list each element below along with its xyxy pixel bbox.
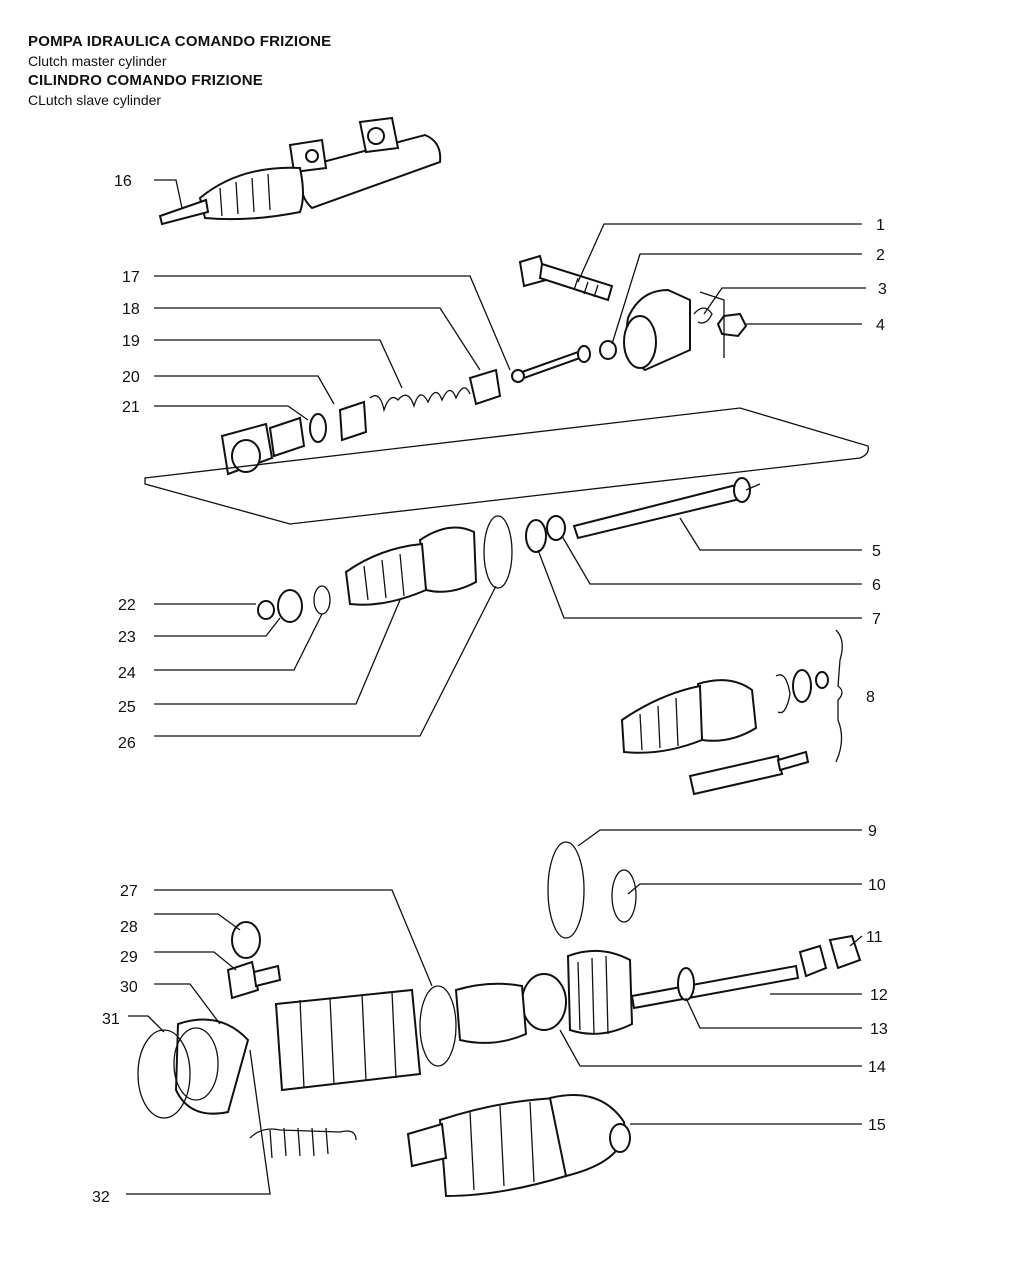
parts-6-7-washers-drawing	[525, 515, 566, 553]
callout-19: 19	[122, 333, 140, 350]
slave-cylinder-exploded-drawing	[137, 841, 862, 1159]
title-block: POMPA IDRAULICA COMANDO FRIZIONE Clutch …	[28, 32, 428, 110]
leader-lines	[126, 179, 866, 1195]
kit-outline-drawing	[144, 407, 869, 525]
master-cylinder-assembly-drawing	[158, 116, 442, 226]
callout-13: 13	[870, 1021, 888, 1038]
title-master-cylinder-it: POMPA IDRAULICA COMANDO FRIZIONE	[28, 33, 332, 50]
callout-18: 18	[122, 301, 140, 318]
master-boot-kit-drawing	[257, 515, 513, 623]
callout-10: 10	[868, 877, 886, 894]
title-slave-cylinder-en: CLutch slave cylinder	[28, 92, 162, 108]
callout-28: 28	[120, 919, 138, 936]
callout-25: 25	[118, 699, 136, 716]
callout-1: 1	[876, 217, 885, 234]
callout-27: 27	[120, 883, 138, 900]
title-master-cylinder-en: Clutch master cylinder	[28, 53, 167, 69]
callout-numbers: 1 2 3 4 5 6 7 8 9 10 11 12 13 14 15 16 1…	[92, 173, 888, 1206]
callout-9: 9	[868, 823, 877, 840]
callout-16: 16	[114, 173, 132, 190]
callout-30: 30	[120, 979, 138, 996]
master-piston-kit-drawing	[220, 345, 591, 476]
callout-29: 29	[120, 949, 138, 966]
part-15-assembled-slave-cylinder-drawing	[406, 1094, 631, 1198]
callout-3: 3	[878, 281, 887, 298]
callout-23: 23	[118, 629, 136, 646]
part-8-repair-kit-drawing	[620, 629, 843, 796]
callout-31: 31	[102, 1011, 120, 1028]
callout-12: 12	[870, 987, 888, 1004]
slave-housing-drawing	[599, 288, 748, 372]
callout-22: 22	[118, 597, 136, 614]
callout-15: 15	[868, 1117, 886, 1134]
callout-8: 8	[866, 689, 875, 706]
callout-4: 4	[876, 317, 885, 334]
part-5-push-rod-drawing	[572, 477, 761, 540]
callout-24: 24	[118, 665, 136, 682]
callout-2: 2	[876, 247, 885, 264]
part-1-bolt-drawing	[518, 254, 614, 302]
callout-7: 7	[872, 611, 881, 628]
callout-5: 5	[872, 543, 881, 560]
callout-32: 32	[92, 1189, 110, 1206]
callout-21: 21	[122, 399, 140, 416]
callout-6: 6	[872, 577, 881, 594]
callout-11: 11	[866, 929, 883, 946]
callout-26: 26	[118, 735, 136, 752]
callout-17: 17	[122, 269, 140, 286]
callout-20: 20	[122, 369, 140, 386]
title-slave-cylinder-it: CILINDRO COMANDO FRIZIONE	[28, 72, 263, 89]
callout-14: 14	[868, 1059, 886, 1076]
